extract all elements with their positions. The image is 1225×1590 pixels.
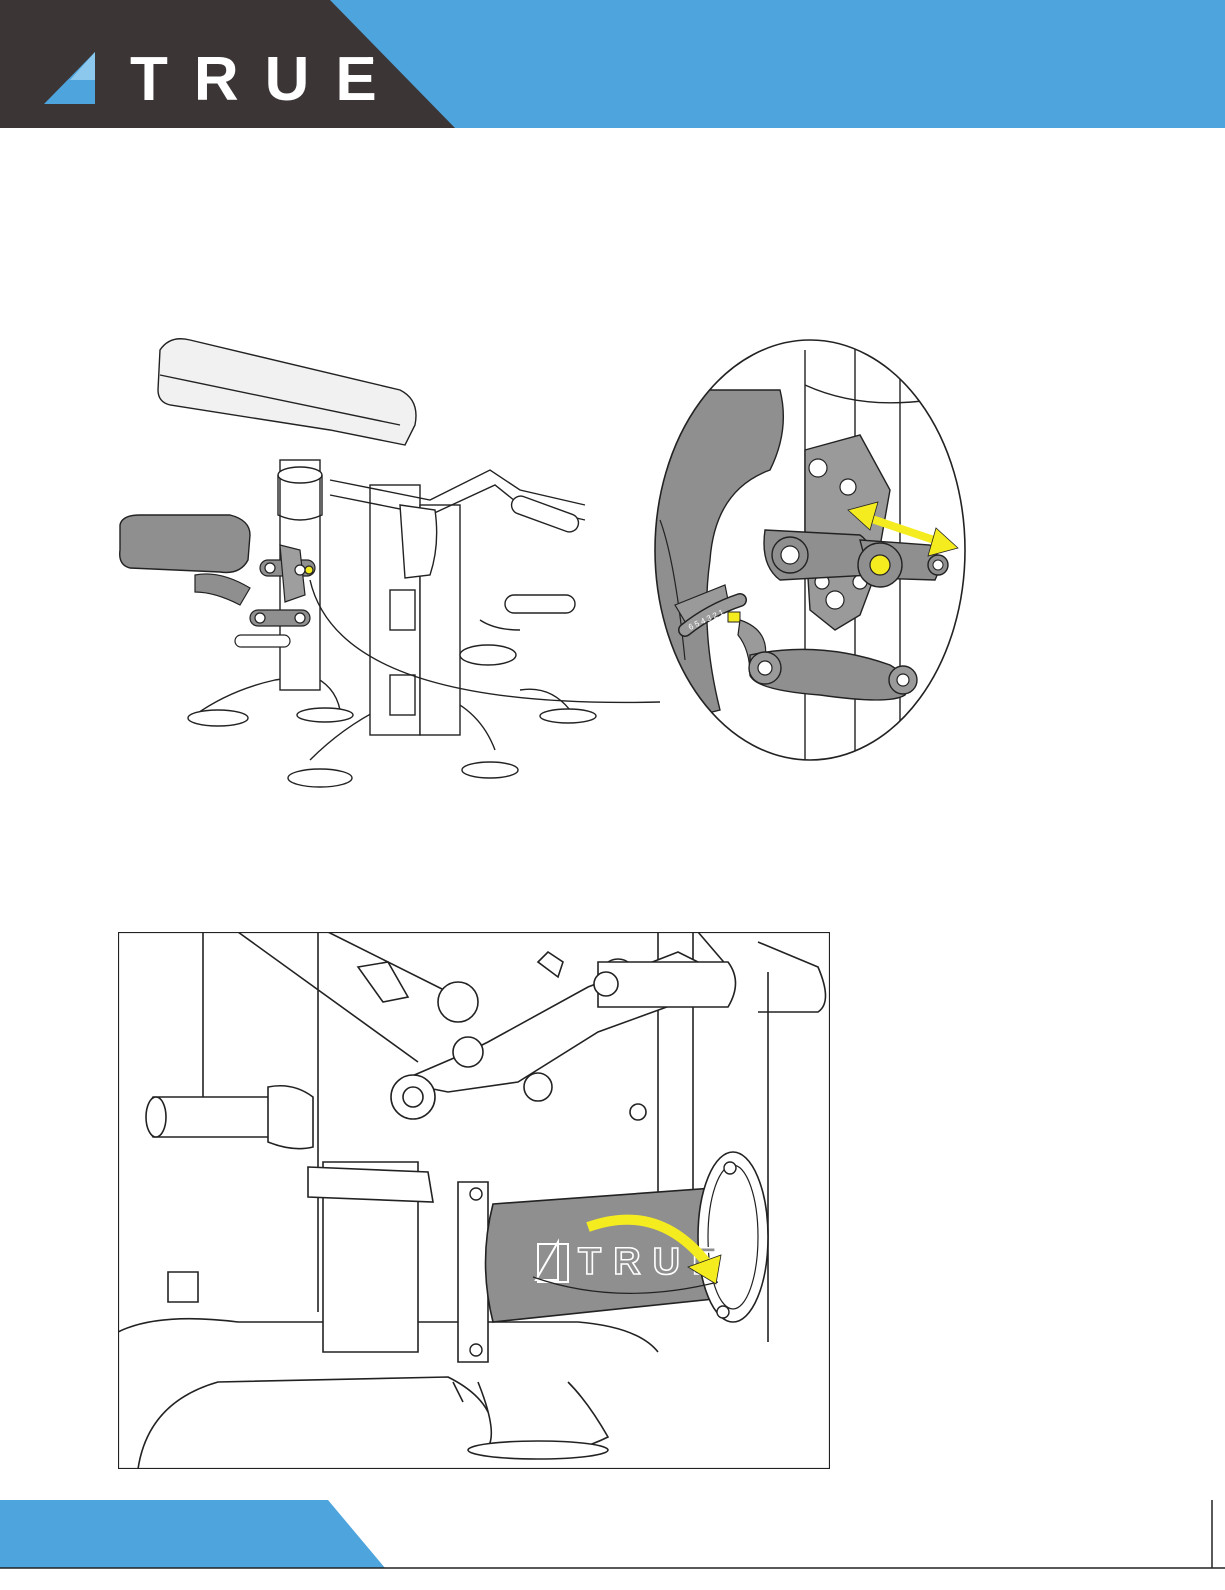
footer-banner xyxy=(0,1500,1225,1585)
position-indicator-highlight-icon xyxy=(728,612,740,622)
figure-machine-overview: 6 5 4 3 2 1 xyxy=(100,330,980,810)
sleeve-detail-illustration: TRUE xyxy=(118,932,830,1469)
footer-blue-block xyxy=(0,1500,385,1568)
page-footer xyxy=(0,1500,1225,1585)
registered-mark: ® xyxy=(366,56,373,67)
brand-logo-text: TRUE xyxy=(130,50,403,110)
figure-sleeve-detail: TRUE xyxy=(118,932,830,1469)
page-header: TRUE ® xyxy=(0,0,1225,130)
pop-pin-highlight-icon xyxy=(870,555,890,575)
machine-overview-illustration: 6 5 4 3 2 1 xyxy=(100,330,980,810)
adjustment-pin-highlight-icon xyxy=(305,566,313,574)
callout-magnified-detail: 6 5 4 3 2 1 xyxy=(640,330,980,810)
